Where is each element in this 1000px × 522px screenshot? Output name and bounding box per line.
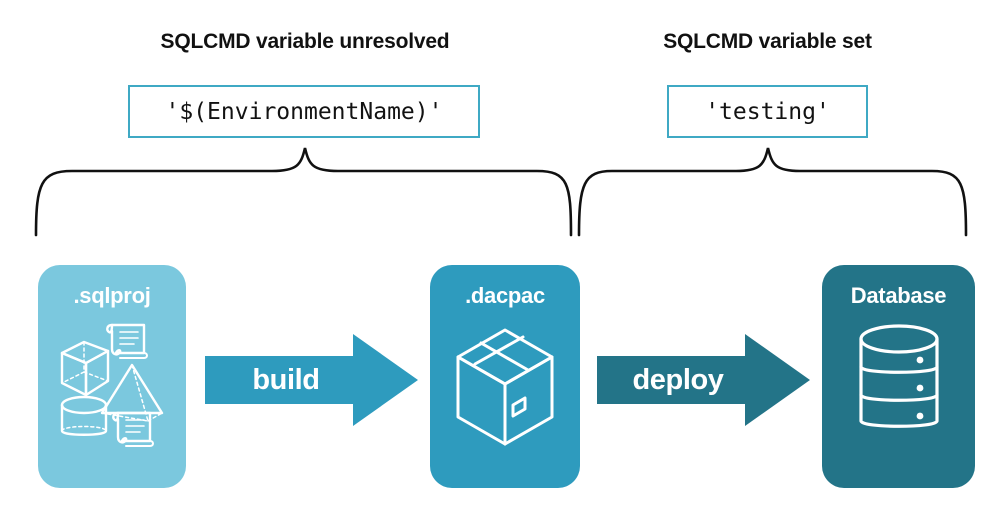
node-database-artwork (822, 317, 975, 447)
group-label-unresolved: SQLCMD variable unresolved (160, 30, 450, 53)
arrow-build-shape (205, 334, 418, 426)
node-database-title: Database (850, 283, 947, 308)
node-sqlproj-artwork (38, 317, 186, 452)
group-label-set: SQLCMD variable set (663, 30, 872, 53)
cube-icon (60, 340, 110, 397)
node-sqlproj[interactable]: .sqlproj (38, 265, 186, 488)
scroll-icon (112, 411, 154, 447)
code-box-environment-name: '$(EnvironmentName)' (128, 85, 480, 138)
code-box-testing: 'testing' (667, 85, 868, 138)
node-sqlproj-title: .sqlproj (73, 283, 151, 308)
brace-group (34, 147, 968, 237)
arrow-deploy-shape (597, 334, 810, 426)
arrow-build: build (205, 332, 418, 428)
database-cylinder-icon (858, 324, 939, 428)
package-box-icon (456, 328, 554, 446)
arrow-deploy: deploy (597, 332, 810, 428)
node-dacpac[interactable]: .dacpac (430, 265, 580, 488)
node-dacpac-artwork (430, 317, 580, 457)
node-dacpac-title: .dacpac (465, 283, 545, 308)
brace-unresolved (34, 147, 573, 237)
cylinder-icon (60, 395, 108, 436)
node-database[interactable]: Database (822, 265, 975, 488)
brace-set (577, 147, 968, 237)
scroll-icon (106, 323, 148, 359)
